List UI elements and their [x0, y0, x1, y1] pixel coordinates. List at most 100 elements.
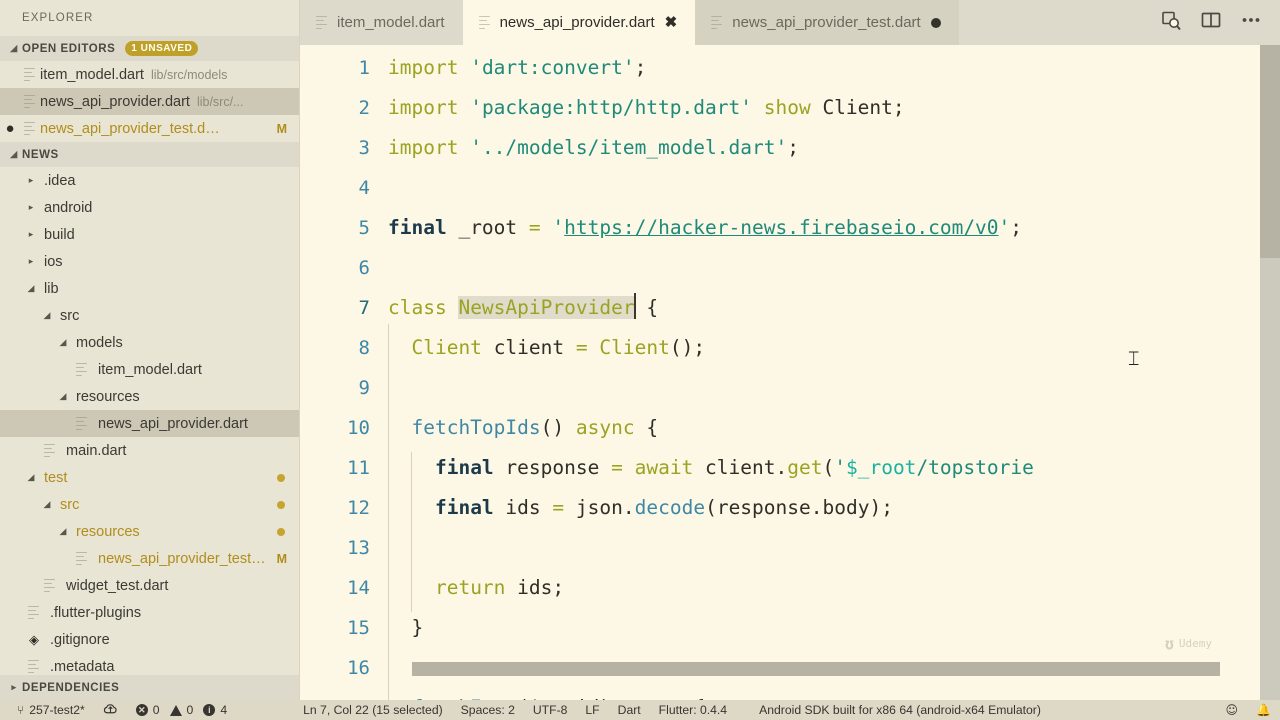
code-editor[interactable]: 1 import 'dart:convert'; 2 import 'packa… [300, 45, 1280, 700]
tree-item[interactable]: ◢src [0, 302, 299, 329]
open-editor-item[interactable]: item_model.dart lib/src/models [0, 61, 299, 88]
unsaved-badge: 1 UNSAVED [125, 41, 199, 56]
file-icon [72, 551, 92, 566]
tree-item-label: lib [44, 280, 59, 297]
status-device[interactable]: Android SDK built for x86 64 (android-x6… [750, 703, 1050, 717]
tree-item-label: main.dart [66, 442, 127, 459]
code-line: 2 import 'package:http/http.dart' show C… [300, 88, 1280, 128]
status-flutter-version[interactable]: Flutter: 0.4.4 [650, 703, 736, 717]
close-icon[interactable]: ✖ [664, 14, 678, 31]
file-icon [40, 443, 60, 458]
line-content [388, 364, 400, 408]
tree-item[interactable]: ◢models [0, 329, 299, 356]
tree-item[interactable]: .metadata [0, 653, 299, 680]
file-icon [20, 67, 40, 82]
code-line: 11 final response = await client.get('$_… [300, 444, 1280, 488]
section-project-news[interactable]: ◢ NEWS [0, 142, 299, 167]
more-actions-icon[interactable] [1240, 9, 1262, 36]
branch-label: 257-test2* [29, 703, 85, 717]
status-branch[interactable]: ⑂ 257-test2* [8, 703, 94, 717]
tree-item-label: models [76, 334, 123, 351]
file-icon [24, 605, 44, 620]
line-number: 1 [358, 57, 370, 79]
text-caret [633, 293, 636, 319]
vertical-scrollbar[interactable] [1260, 45, 1280, 700]
code-line: 5 final _root = 'https://hacker-news.fir… [300, 208, 1280, 248]
tree-item[interactable]: ▸build [0, 221, 299, 248]
scrollbar-thumb[interactable] [1260, 45, 1280, 258]
tree-item[interactable]: ◈.gitignore [0, 626, 299, 653]
tree-item-label: ios [44, 253, 63, 270]
modified-dot-icon [277, 473, 285, 482]
error-icon: ✕ [135, 704, 148, 716]
status-feedback[interactable]: ☺ [1217, 703, 1248, 717]
tab-bar: item_model.dart news_api_provider.dart ✖… [300, 0, 1280, 45]
tree-item-label: item_model.dart [98, 361, 202, 378]
section-open-editors[interactable]: ◢ OPEN EDITORS 1 UNSAVED [0, 36, 299, 61]
main-body: EXPLORER ◢ OPEN EDITORS 1 UNSAVED item_m… [0, 0, 1280, 700]
tree-item[interactable]: ◢resources [0, 383, 299, 410]
tree-item[interactable]: widget_test.dart [0, 572, 299, 599]
tree-item[interactable]: ◢lib [0, 275, 299, 302]
file-icon [72, 362, 92, 377]
open-editors-label: OPEN EDITORS [22, 42, 116, 55]
status-language-mode[interactable]: Dart [609, 703, 650, 717]
tree-item[interactable]: ▸ios [0, 248, 299, 275]
status-sync[interactable] [94, 703, 127, 718]
tree-item[interactable]: item_model.dart [0, 356, 299, 383]
tree-item[interactable]: ◢resources [0, 518, 299, 545]
line-content: import 'dart:convert'; [388, 56, 647, 79]
tab-label: news_api_provider.dart [499, 14, 655, 31]
code-line: 13 [300, 524, 1280, 568]
tree-item[interactable]: ▸.idea [0, 167, 299, 194]
code-line: 17 fetchItem(int id) async { [300, 684, 1280, 700]
encoding-label: UTF-8 [532, 703, 568, 717]
tab-news_api_provider_test[interactable]: news_api_provider_test.dart [695, 0, 959, 45]
status-cursor-position[interactable]: Ln 7, Col 22 (15 selected) [294, 703, 452, 717]
spaces-label: Spaces: 2 [460, 703, 515, 717]
line-number: 7 [358, 297, 370, 319]
tab-news_api_provider[interactable]: news_api_provider.dart ✖ [462, 0, 696, 45]
tree-item[interactable]: main.dart [0, 437, 299, 464]
tree-item[interactable]: .flutter-plugins [0, 599, 299, 626]
open-editor-path: lib/src/models [150, 67, 228, 82]
chevron-right-icon: ▸ [28, 175, 34, 185]
tree-item-label: build [44, 226, 75, 243]
tree-item[interactable]: news_api_provider_test…M [0, 545, 299, 572]
code-line: 14 return ids; [300, 564, 1280, 608]
horizontal-scrollbar[interactable] [412, 662, 1220, 676]
open-editor-name: news_api_provider.dart [40, 93, 190, 110]
url-literal[interactable]: https://hacker-news.firebaseio.com/v0 [564, 216, 999, 239]
status-indentation[interactable]: Spaces: 2 [452, 703, 524, 717]
line-number: 11 [347, 457, 370, 479]
tree-item[interactable]: news_api_provider.dart [0, 410, 299, 437]
warning-count: 0 [186, 703, 194, 717]
file-icon [478, 15, 490, 30]
tree-item[interactable]: ◢src [0, 491, 299, 518]
tab-item_model[interactable]: item_model.dart [300, 0, 463, 45]
split-editor-icon[interactable] [1200, 9, 1222, 36]
status-eol[interactable]: LF [576, 703, 608, 717]
tree-item[interactable]: ▸android [0, 194, 299, 221]
tree-item[interactable]: ◢test [0, 464, 299, 491]
source-control-icon: ⑂ [17, 703, 25, 717]
tree-item-label: news_api_provider.dart [98, 415, 248, 432]
line-content: final response = await client.get('$_roo… [388, 444, 1034, 488]
open-editor-item[interactable]: ● news_api_provider_test.d… M [0, 115, 299, 142]
line-number: 13 [347, 537, 370, 559]
split-search-icon[interactable] [1160, 9, 1182, 36]
status-encoding[interactable]: UTF-8 [524, 703, 577, 717]
status-notifications[interactable]: 🔔 [1247, 703, 1280, 717]
file-icon [20, 94, 40, 109]
info-icon: i [203, 704, 216, 716]
code-line: 15 } [300, 604, 1280, 648]
udemy-watermark: ʊ Udemy [1165, 624, 1212, 664]
line-content: class NewsApiProvider { [388, 288, 658, 328]
section-dependencies[interactable]: ▸ DEPENDENCIES [0, 675, 299, 700]
tree-item-label: news_api_provider_test… [98, 550, 266, 567]
code-line: 16 [300, 644, 1280, 688]
status-problems[interactable]: ✕ 0 0 i 4 [127, 703, 236, 717]
open-editor-item[interactable]: news_api_provider.dart lib/src/... [0, 88, 299, 115]
info-count: 4 [220, 703, 228, 717]
